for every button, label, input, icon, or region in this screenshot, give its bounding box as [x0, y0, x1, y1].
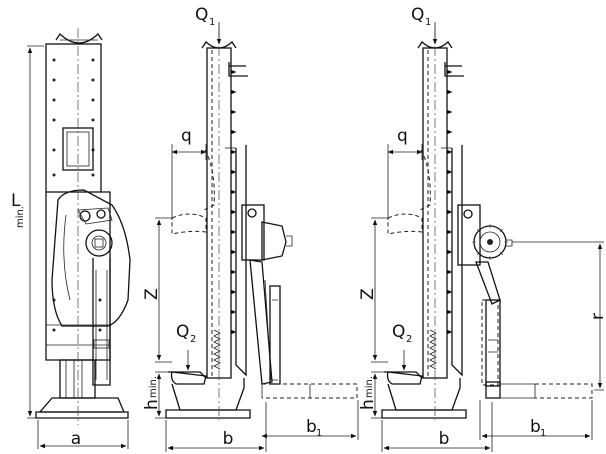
label-b-view1: b [223, 429, 234, 449]
label-q2-view2: Q [392, 322, 405, 342]
label-q1-view2: Q [411, 5, 424, 25]
label-h-sub-view2: min. [364, 376, 375, 398]
label-q1-sub-view2: 1 [425, 17, 431, 28]
label-q1-view1: Q [195, 5, 208, 25]
label-a: a [71, 429, 81, 449]
label-l-min-subscript: min. [15, 206, 26, 228]
label-q2-sub-view2: 2 [406, 334, 412, 345]
label-b1-sub-view2: 1 [540, 428, 546, 439]
label-r: r [588, 313, 606, 320]
dimension-labels: L min. a Q 1 q Z Q 2 h min. b b 1 Q 1 q … [11, 5, 606, 449]
label-b1-view1: b [306, 417, 317, 437]
label-q1-sub-view1: 1 [209, 17, 215, 28]
label-h-sub-view1: min. [148, 376, 159, 398]
label-z-view2: Z [358, 288, 378, 300]
label-b-view2: b [439, 429, 450, 449]
front-view [27, 28, 131, 449]
label-z-view1: Z [142, 288, 162, 300]
label-q2-view1: Q [176, 322, 189, 342]
label-h-view2: h [358, 399, 378, 410]
side-view-1 [155, 22, 359, 452]
label-h-view1: h [142, 399, 162, 410]
label-b1-sub-view1: 1 [316, 428, 322, 439]
label-b1-view2: b [530, 417, 541, 437]
label-l-min: L [11, 191, 21, 211]
label-q2-sub-view1: 2 [190, 334, 196, 345]
label-q-view1: q [181, 126, 192, 146]
label-q-view2: q [397, 126, 408, 146]
side-view-2 [371, 22, 604, 452]
